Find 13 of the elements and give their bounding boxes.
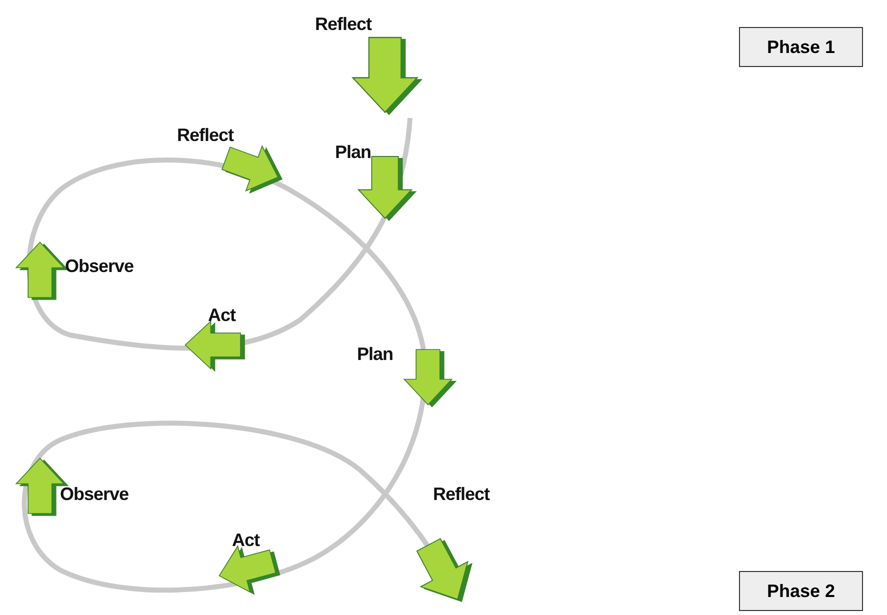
phase-box [739, 571, 863, 611]
stage-label: Act [232, 530, 260, 551]
stage-label: Act [208, 305, 236, 326]
stage-label: Reflect [433, 484, 490, 505]
stage-label: Observe [65, 256, 134, 277]
stage-label: Reflect [315, 14, 372, 35]
stage-label: Plan [335, 142, 372, 163]
stage-label: Reflect [177, 125, 234, 146]
phase-box [739, 27, 863, 67]
phase-label: Phase 1 [766, 36, 836, 58]
phase-label: Phase 2 [766, 580, 836, 602]
stage-label: Observe [60, 484, 129, 505]
stage-label: Plan [357, 344, 394, 365]
